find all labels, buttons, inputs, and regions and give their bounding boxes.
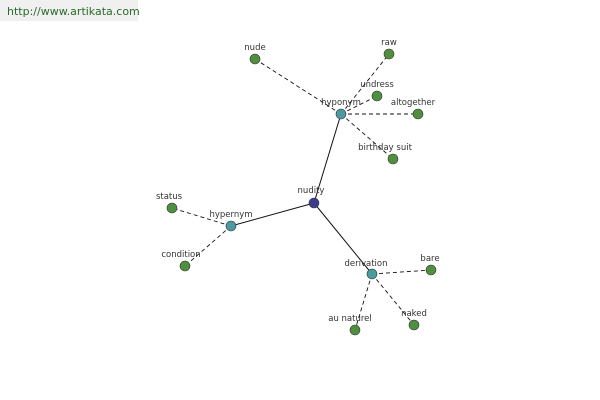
site-url[interactable]: http://www.artikata.com [7,5,140,18]
word-node-altogether[interactable] [412,108,424,120]
word-node-undress[interactable] [371,90,383,102]
edge-center-derivation [313,202,373,275]
relation-label-hyponym[interactable]: hyponym [321,98,361,108]
word-label-bare[interactable]: bare [420,254,439,264]
edge-center-hypernym [230,202,315,227]
center-node[interactable] [308,197,320,209]
edge-derivation-bare [371,269,432,275]
edge-hyponym-birthday-suit [340,113,394,160]
edge-center-hyponym [313,113,342,204]
word-label-altogether[interactable]: altogether [391,98,436,108]
relation-node-hyponym[interactable] [335,108,347,120]
word-node-condition[interactable] [179,260,191,272]
word-node-birthday-suit[interactable] [387,153,399,165]
word-node-nude[interactable] [249,53,261,65]
word-label-status[interactable]: status [156,192,183,202]
word-label-raw[interactable]: raw [381,38,397,48]
word-label-undress[interactable]: undress [360,80,394,90]
edge-derivation-au-naturel [354,273,373,331]
edge-hypernym-condition [184,225,232,267]
word-node-status[interactable] [166,202,178,214]
relation-node-derivation[interactable] [366,268,378,280]
relation-label-hypernym[interactable]: hypernym [209,210,252,220]
word-node-raw[interactable] [383,48,395,60]
relation-node-hypernym[interactable] [225,220,237,232]
word-node-au-naturel[interactable] [349,324,361,336]
edge-hypernym-status [171,207,232,227]
word-node-naked[interactable] [408,319,420,331]
word-label-au-naturel[interactable]: au naturel [328,314,372,324]
word-label-nude[interactable]: nude [244,43,265,53]
relation-label-derivation[interactable]: derivation [344,259,387,269]
word-label-birthday-suit[interactable]: birthday suit [358,143,412,153]
center-label[interactable]: nudity [298,186,325,196]
url-banner: http://www.artikata.com [0,0,140,21]
word-label-condition[interactable]: condition [161,250,200,260]
word-node-bare[interactable] [425,264,437,276]
word-label-naked[interactable]: naked [401,309,427,319]
edge-hyponym-raw [340,53,390,115]
edge-hyponym-nude [254,58,342,115]
